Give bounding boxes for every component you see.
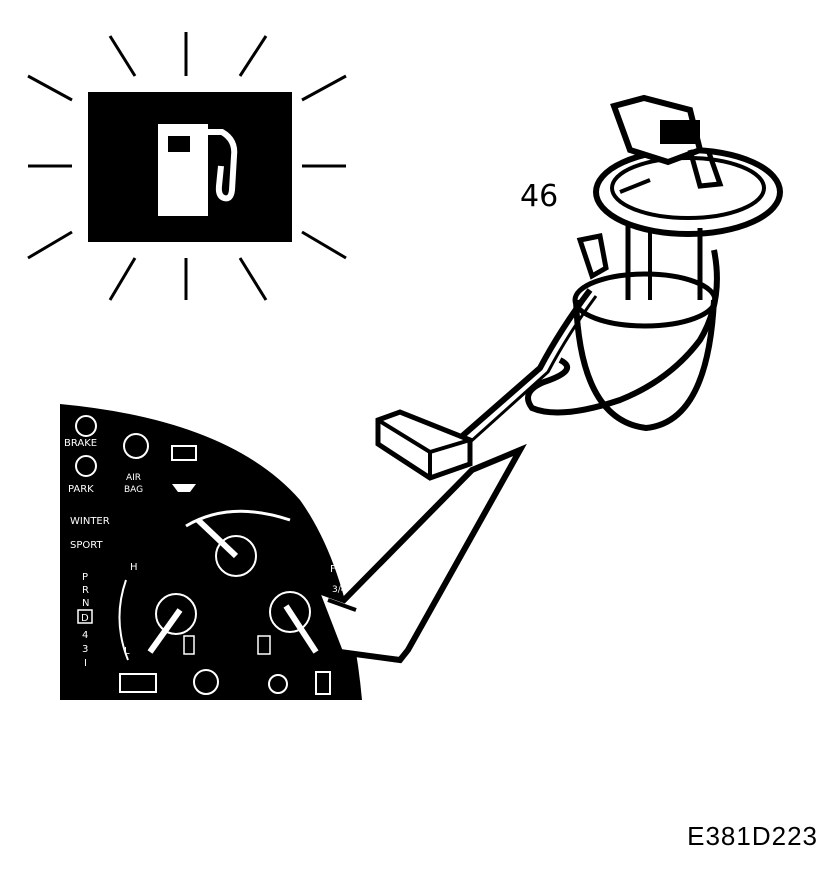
brake-label: BRAKE xyxy=(64,438,97,449)
temp-high-label: H xyxy=(130,562,138,573)
airbag-label-1: AIR xyxy=(126,473,141,483)
gear-3: 3 xyxy=(82,644,88,655)
gear-4: 4 xyxy=(82,630,88,641)
callout-46: 46 xyxy=(520,179,558,214)
sport-label: SPORT xyxy=(70,540,103,551)
figure-code: E381D223 xyxy=(687,821,818,852)
gear-d: D xyxy=(81,613,89,624)
cluster-panel xyxy=(60,404,362,700)
fuel-warning-lamp xyxy=(28,32,346,300)
instrument-cluster: BRAKE PARK AIR BAG WINTER SPORT P R N D … xyxy=(60,404,362,700)
gear-n: N xyxy=(82,598,89,609)
float-arm xyxy=(460,290,590,438)
pointer-arrow xyxy=(316,450,520,660)
airbag-label-2: BAG xyxy=(124,485,143,495)
park-label: PARK xyxy=(68,484,94,495)
gear-r: R xyxy=(82,585,89,596)
gear-1: I xyxy=(84,658,87,669)
winter-label: WINTER xyxy=(70,516,110,527)
fuel-pump-sender-unit xyxy=(378,98,780,478)
gear-p: P xyxy=(82,572,88,583)
temp-low-label: L xyxy=(124,646,130,657)
fuel-full-label: F xyxy=(330,564,336,575)
